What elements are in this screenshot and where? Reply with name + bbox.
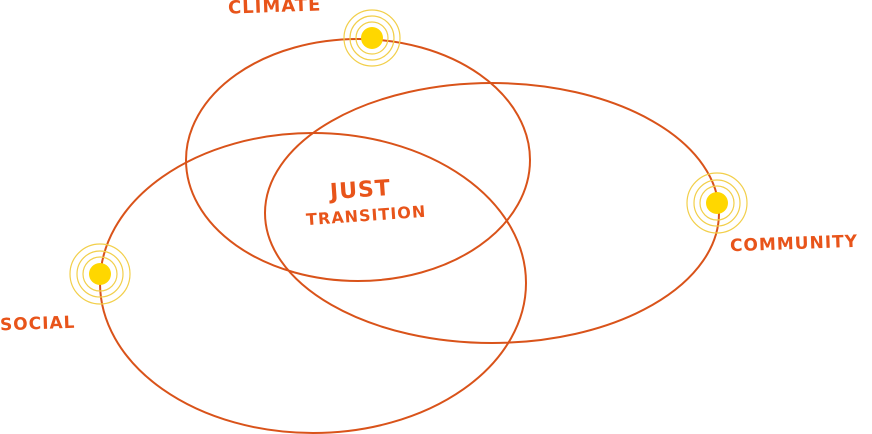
- center-label-just: JUST: [329, 175, 392, 206]
- climate-ellipse: [185, 38, 531, 282]
- climate-label: CLIMATE: [227, 0, 322, 19]
- social-label: SOCIAL: [0, 312, 76, 336]
- social-node: [69, 243, 131, 305]
- social-ellipse: [99, 132, 527, 434]
- community-node: [686, 172, 748, 234]
- climate-node: [343, 9, 401, 67]
